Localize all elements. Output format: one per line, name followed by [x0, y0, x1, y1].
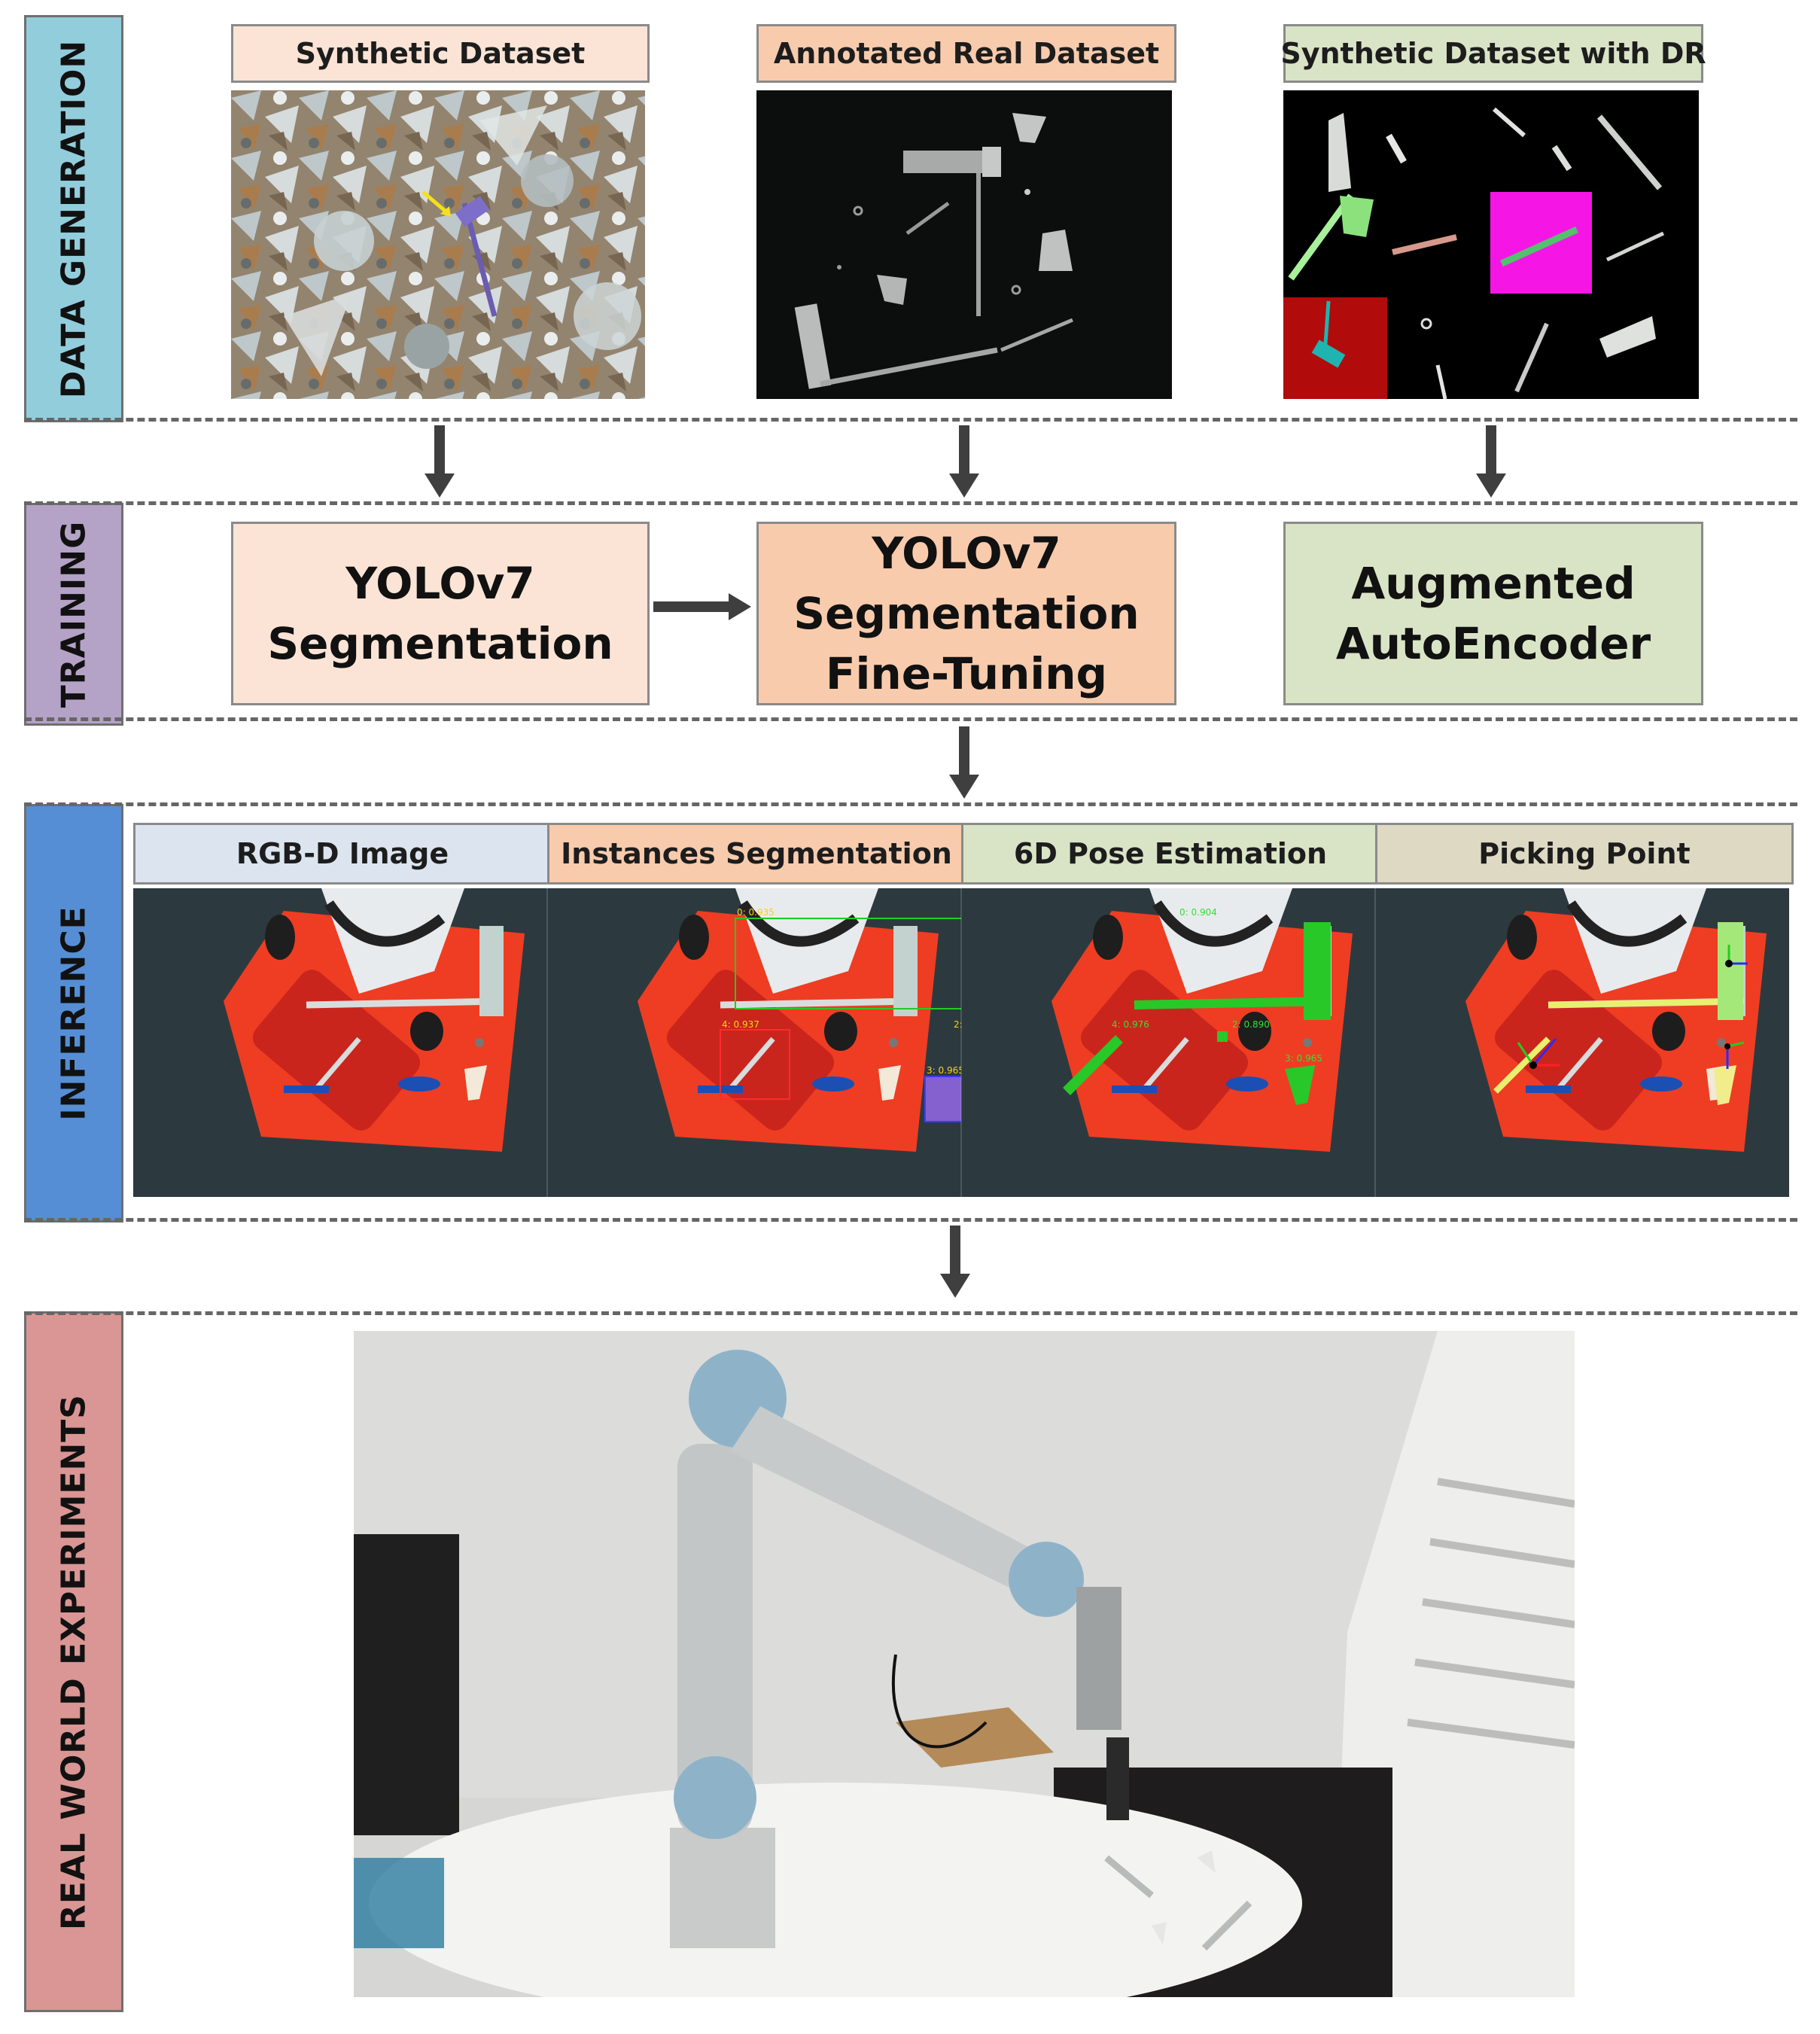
yolov7-segmentation-box: YOLOv7 Segmentation [231, 522, 650, 705]
box-line: AutoEncoder [1335, 618, 1651, 669]
down-arrow-icon [425, 425, 455, 498]
box-line: YOLOv7 [872, 528, 1061, 579]
box-line: Segmentation [267, 618, 613, 669]
pose-detection-label: 3: 0.965 [1285, 1053, 1322, 1064]
separator [24, 717, 1797, 721]
rgbd-image-label: RGB-D Image [133, 823, 552, 885]
separator [24, 1218, 1797, 1222]
annotated-real-dataset-label: Annotated Real Dataset [756, 24, 1176, 83]
section-label: DATA GENERATION [54, 39, 93, 398]
separator [24, 501, 1797, 505]
separator [24, 802, 1797, 806]
seg-detection-label: 4: 0.937 [722, 1019, 759, 1030]
down-arrow-icon [949, 726, 979, 799]
pose-estimation-label: 6D Pose Estimation [961, 823, 1380, 885]
augmented-autoencoder-box: Augmented AutoEncoder [1283, 522, 1703, 705]
seg-detection-label: 3: 0.965 [927, 1065, 964, 1076]
picking-point-label: Picking Point [1375, 823, 1794, 885]
synthetic-dataset-label: Synthetic Dataset [231, 24, 650, 83]
separator [24, 418, 1797, 422]
yolov7-fine-tuning-box: YOLOv7 Segmentation Fine-Tuning [756, 522, 1176, 705]
inference-images: 4: 0.937 2: 0.890 3: 0.965 0: 0.935 0: 0… [133, 888, 1789, 1197]
synthetic-dataset-image [231, 90, 645, 399]
annotated-real-dataset-image [756, 90, 1172, 399]
box-line: Augmented [1351, 558, 1636, 609]
synthetic-dr-dataset-image [1283, 90, 1699, 399]
right-arrow-icon [653, 593, 751, 620]
pose-detection-label: 0: 0.904 [1179, 907, 1217, 918]
section-training: TRAINING [24, 503, 123, 726]
synthetic-dr-dataset-label: Synthetic Dataset with DR [1280, 24, 1706, 83]
separator [24, 1311, 1797, 1315]
pose-detection-label: 2: 0.890 [1232, 1019, 1270, 1030]
seg-detection-label: 0: 0.935 [737, 907, 775, 918]
down-arrow-icon [949, 425, 979, 498]
box-line: Fine-Tuning [825, 648, 1108, 699]
box-line: YOLOv7 [345, 558, 535, 609]
down-arrow-icon [940, 1226, 970, 1298]
section-label: REAL WORLD EXPERIMENTS [54, 1393, 93, 1930]
section-data-generation: DATA GENERATION [24, 15, 123, 422]
section-inference: INFERENCE [24, 804, 123, 1223]
section-real-world: REAL WORLD EXPERIMENTS [24, 1311, 123, 2012]
section-label: TRAINING [54, 520, 93, 708]
instances-segmentation-label: Instances Segmentation [547, 823, 966, 885]
pose-detection-label: 4: 0.976 [1112, 1019, 1149, 1030]
section-label: INFERENCE [54, 906, 93, 1121]
box-line: Segmentation [793, 588, 1140, 639]
down-arrow-icon [1476, 425, 1506, 498]
real-world-experiment-photo [354, 1331, 1575, 1997]
